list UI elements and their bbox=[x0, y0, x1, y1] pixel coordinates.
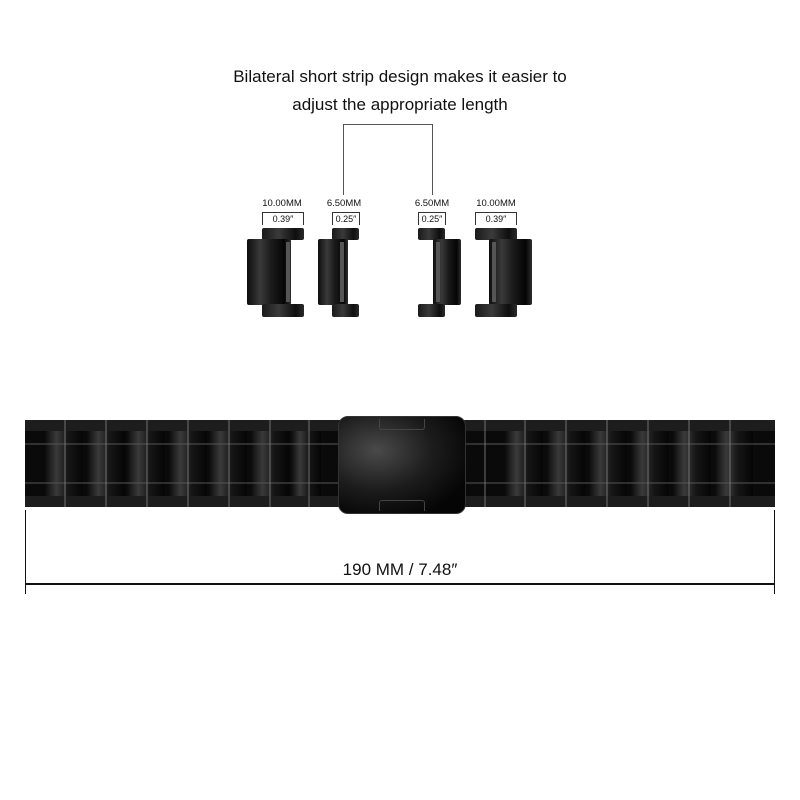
link-inch-label: 0.39″ bbox=[475, 212, 517, 225]
caption-line-1: Bilateral short strip design makes it ea… bbox=[233, 67, 567, 86]
link-inch-label: 0.25″ bbox=[418, 212, 446, 225]
link-mm-label: 6.50MM bbox=[326, 198, 362, 209]
caption-line-2: adjust the appropriate length bbox=[292, 95, 508, 114]
measure-line bbox=[25, 583, 775, 585]
measure-tick-left bbox=[25, 510, 26, 594]
clasp-buckle bbox=[338, 416, 466, 514]
link-inch-label: 0.25″ bbox=[332, 212, 360, 225]
link-mm-label: 10.00MM bbox=[262, 198, 302, 209]
measure-tick-right bbox=[774, 510, 775, 594]
link-mm-label: 10.00MM bbox=[476, 198, 516, 209]
total-length-label: 190 MM / 7.48″ bbox=[342, 560, 458, 579]
link-inch-label: 0.39″ bbox=[262, 212, 304, 225]
connector-bracket bbox=[343, 124, 433, 195]
link-mm-label: 6.50MM bbox=[414, 198, 450, 209]
